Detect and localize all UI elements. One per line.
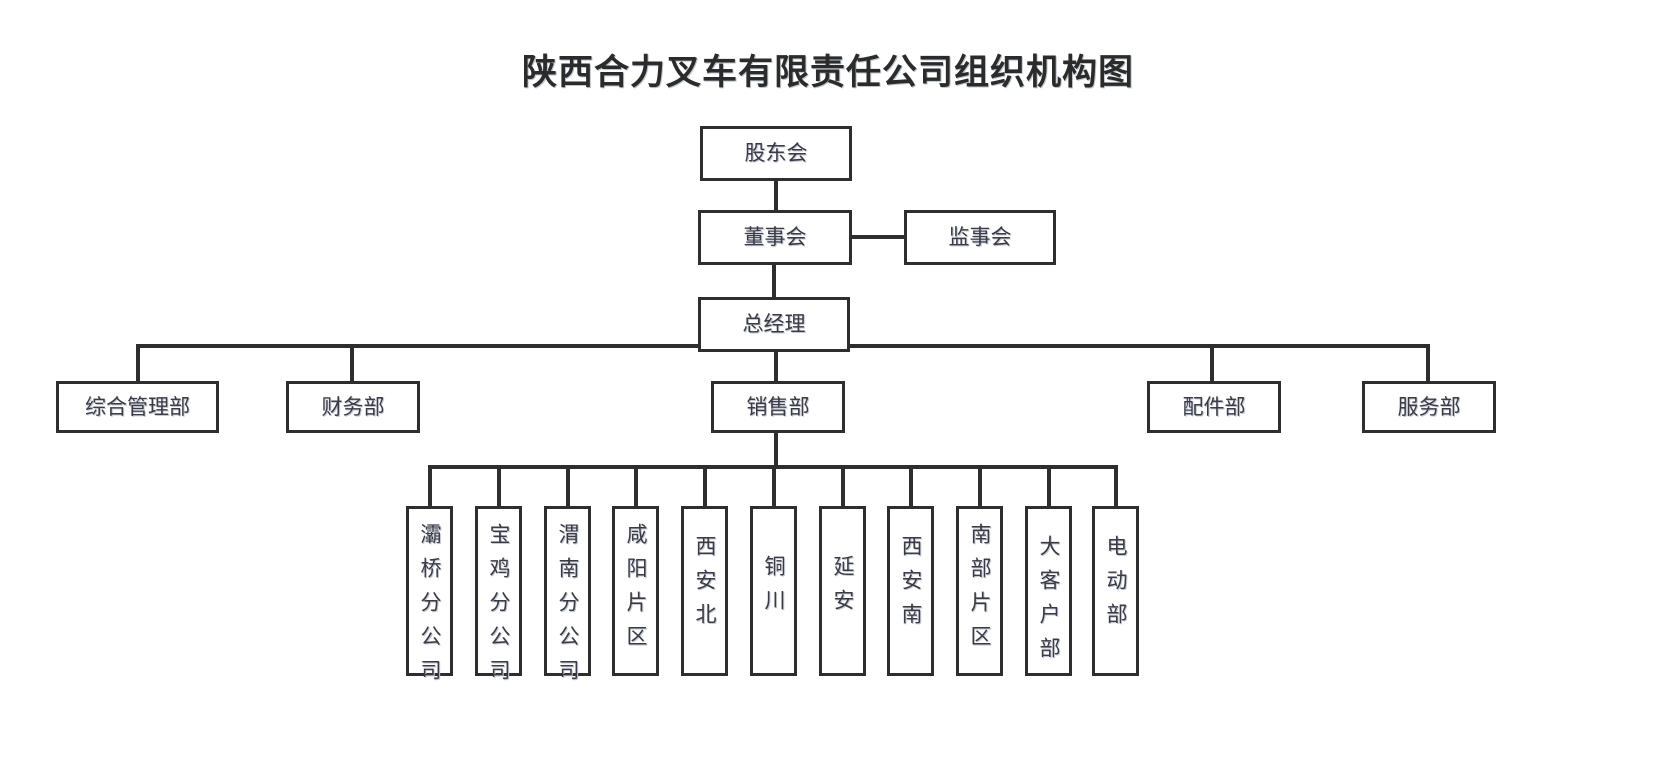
node-dept-service[interactable]: 服务部 [1362,381,1496,433]
node-dept-finance[interactable]: 财务部 [286,381,420,433]
node-general-manager-label: 总经理 [742,312,806,336]
connector-drop-dept-3 [774,344,778,382]
node-sales-unit-tongchuan-label: 铜川 [762,555,786,623]
node-sales-unit-baoji-branch[interactable]: 宝鸡分公司 [475,506,522,693]
node-dept-general-management[interactable]: 综合管理部 [56,381,219,433]
connector-drop-dept-2 [350,344,354,382]
node-dept-parts-label: 配件部 [1182,394,1246,419]
node-sales-unit-baqiao-branch[interactable]: 灞桥分公司 [406,506,453,693]
node-sales-unit-southern-area-label: 南部片区 [968,523,992,659]
connector-sales-to-bus [774,430,778,468]
node-sales-unit-baqiao-branch-label: 灞桥分公司 [418,523,442,693]
connector-drop-unit-1 [428,465,432,508]
node-board-of-supervisors-label: 监事会 [948,225,1012,249]
connector-drop-unit-9 [978,465,982,508]
node-sales-unit-yanan[interactable]: 延安 [819,506,866,676]
node-dept-general-management-label: 综合管理部 [85,394,190,419]
node-sales-unit-southern-area[interactable]: 南部片区 [956,506,1003,676]
page-title: 陕西合力叉车有限责任公司组织机构图 [521,53,1134,92]
node-sales-unit-yanan-label: 延安 [831,555,855,623]
connector-drop-dept-4 [1210,344,1214,382]
node-sales-unit-xian-north[interactable]: 西安北 [681,506,728,676]
connector-drop-unit-6 [772,465,776,508]
node-sales-unit-weinan-branch-label: 渭南分公司 [556,523,580,693]
connector-board-supervisors [851,235,906,239]
node-sales-unit-xianyang-area-label: 咸阳片区 [624,523,648,659]
node-sales-unit-xian-north-label: 西安北 [693,535,717,637]
connector-board-gm [772,263,776,298]
node-sales-unit-electric-label: 电动部 [1104,535,1128,637]
connector-drop-unit-10 [1047,465,1051,508]
connector-drop-unit-7 [841,465,845,508]
node-general-manager[interactable]: 总经理 [698,297,850,352]
node-sales-unit-xianyang-area[interactable]: 咸阳片区 [612,506,659,676]
node-board-of-directors-label: 董事会 [743,225,807,249]
node-sales-unit-weinan-branch[interactable]: 渭南分公司 [544,506,591,693]
node-dept-finance-label: 财务部 [321,394,385,419]
node-sales-unit-xian-south[interactable]: 西安南 [887,506,934,676]
node-board-of-directors[interactable]: 董事会 [698,210,852,265]
node-sales-unit-tongchuan[interactable]: 铜川 [750,506,797,676]
node-dept-parts[interactable]: 配件部 [1147,381,1281,433]
node-dept-sales[interactable]: 销售部 [711,381,845,433]
connector-drop-dept-1 [136,344,140,382]
connector-drop-dept-5 [1426,344,1430,382]
connector-drop-unit-8 [909,465,913,508]
node-dept-service-label: 服务部 [1397,394,1461,419]
connector-drop-unit-5 [703,465,707,508]
node-shareholders[interactable]: 股东会 [700,126,852,181]
connector-drop-unit-3 [566,465,570,508]
node-sales-unit-key-accounts-label: 大客户部 [1037,535,1061,671]
connector-shareholders-board [774,180,778,212]
node-board-of-supervisors[interactable]: 监事会 [904,210,1056,265]
node-sales-unit-xian-south-label: 西安南 [899,535,923,637]
node-dept-sales-label: 销售部 [746,394,810,419]
connector-drop-unit-11 [1114,465,1118,508]
connector-drop-unit-2 [497,465,501,508]
node-sales-unit-baoji-branch-label: 宝鸡分公司 [487,523,511,693]
connector-drop-unit-4 [634,465,638,508]
node-shareholders-label: 股东会 [744,141,808,165]
node-sales-unit-key-accounts[interactable]: 大客户部 [1025,506,1072,676]
node-sales-unit-electric[interactable]: 电动部 [1092,506,1139,676]
